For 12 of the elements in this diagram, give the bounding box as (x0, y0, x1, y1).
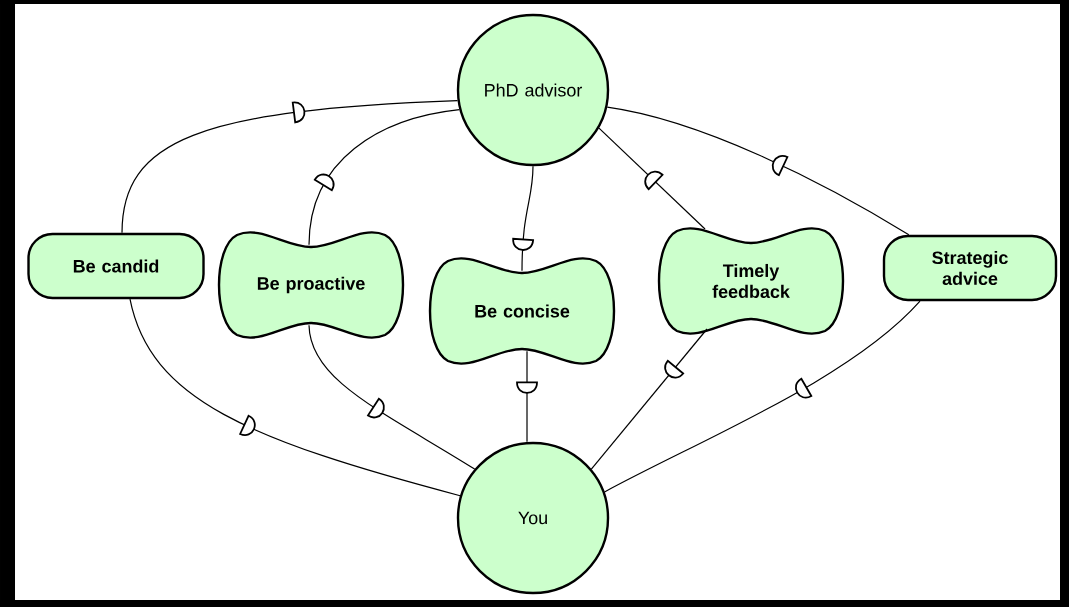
rounded-box: Strategic advice (882, 234, 1058, 302)
rounded-box: Be candid (27, 232, 205, 300)
socket-connector (512, 165, 534, 272)
socket-connector (598, 127, 706, 230)
socket-connector (308, 109, 460, 246)
socket-connector (516, 350, 538, 443)
socket-connector (129, 298, 461, 497)
socket-connector (590, 328, 708, 470)
socket-connector (121, 100, 459, 234)
socket-connector (606, 106, 910, 236)
socket-connector (308, 324, 476, 470)
socket-connector (604, 300, 921, 493)
